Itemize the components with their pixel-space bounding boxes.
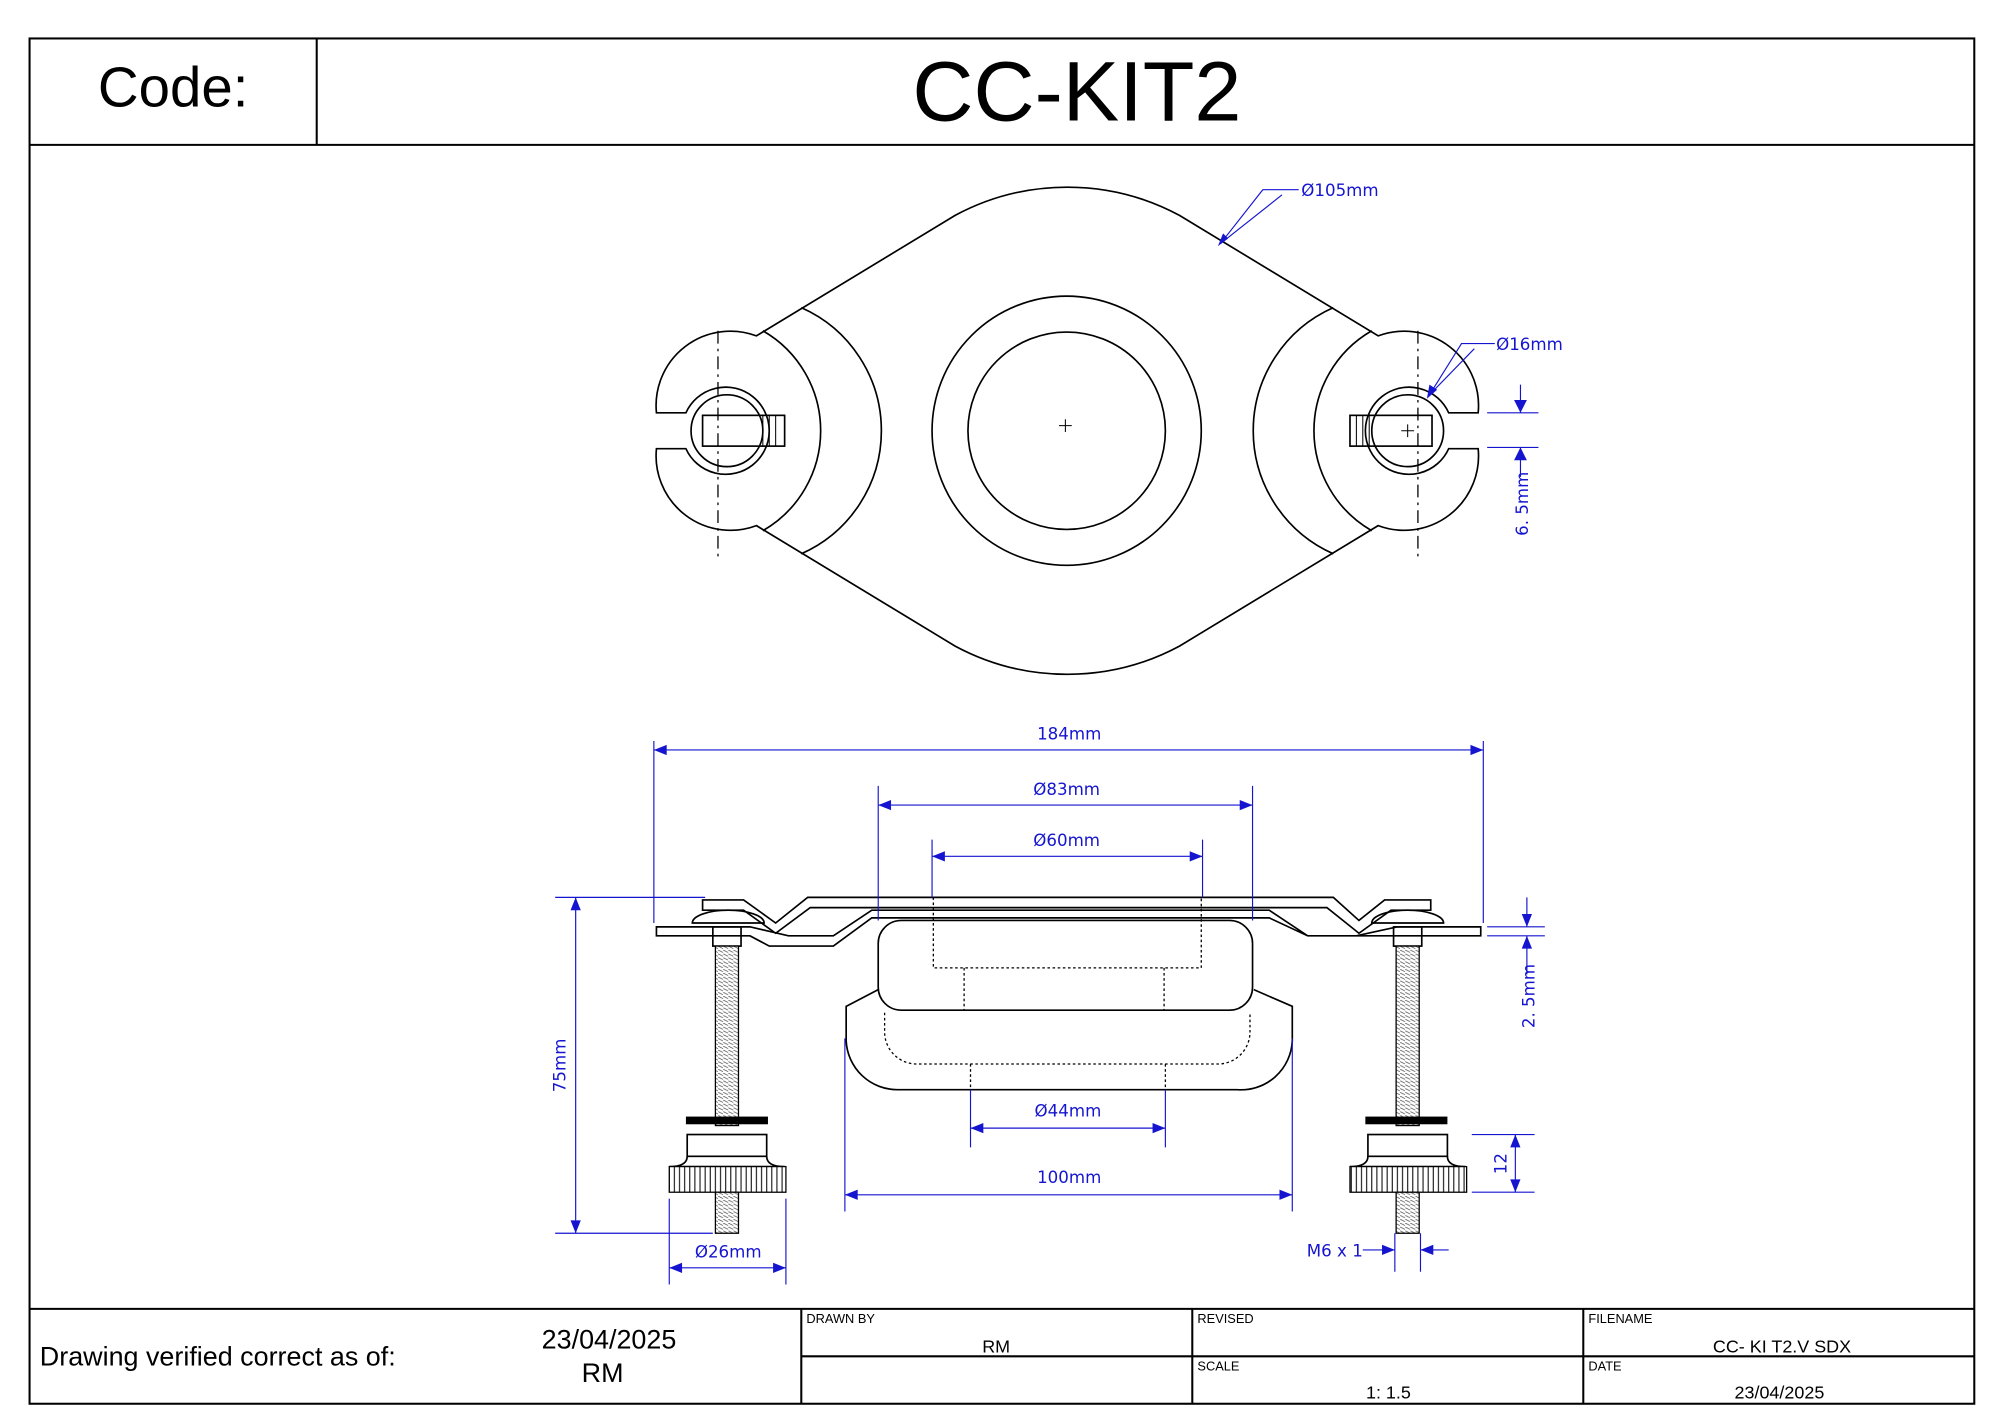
scale-label: SCALE — [1197, 1358, 1239, 1373]
dim-nut-diameter: Ø26mm — [695, 1243, 762, 1262]
dim-overall-length: 184mm — [1037, 725, 1101, 744]
drawn-by: RM — [982, 1336, 1010, 1356]
drawing-border — [28, 37, 1976, 1405]
dim-flange-diameter: Ø105mm — [1301, 181, 1378, 200]
verified-label: Drawing verified correct as of: — [40, 1341, 396, 1371]
title-block: Drawing verified correct as of: 23/04/20… — [29, 1307, 1975, 1404]
bolt-left — [668, 909, 787, 1234]
filename: CC- KI T2.V SDX — [1713, 1336, 1851, 1356]
dim-thread: M6 x 1 — [1307, 1241, 1363, 1260]
dim-height: 75mm — [550, 1039, 569, 1093]
date: 23/04/2025 — [1735, 1383, 1825, 1403]
date-label: DATE — [1588, 1358, 1621, 1373]
top-view — [655, 186, 1480, 676]
scale: 1: 1.5 — [1366, 1383, 1411, 1403]
verified-by: RM — [582, 1358, 624, 1388]
dim-nut-height: 12 — [1491, 1153, 1510, 1174]
code-label: Code: — [98, 55, 248, 118]
dim-bolt-hole-diameter: Ø16mm — [1496, 335, 1563, 354]
dim-outer-diameter: Ø83mm — [1033, 780, 1100, 799]
bolt-right — [1349, 909, 1468, 1234]
dim-plate-thickness: 2. 5mm — [1520, 964, 1539, 1028]
dim-seal-outer-diameter: 100mm — [1037, 1168, 1101, 1187]
filename-label: FILENAME — [1588, 1311, 1652, 1326]
product-code: CC-KIT2 — [912, 44, 1241, 139]
revised-label: REVISED — [1197, 1311, 1253, 1326]
dim-inner-diameter: Ø60mm — [1033, 831, 1100, 850]
dim-seal-inner-diameter: Ø44mm — [1035, 1102, 1102, 1121]
verified-date: 23/04/2025 — [542, 1325, 677, 1355]
side-view — [655, 896, 1482, 1234]
dim-slot-width: 6. 5mm — [1513, 472, 1532, 536]
drawn-by-label: DRAWN BY — [806, 1311, 875, 1326]
